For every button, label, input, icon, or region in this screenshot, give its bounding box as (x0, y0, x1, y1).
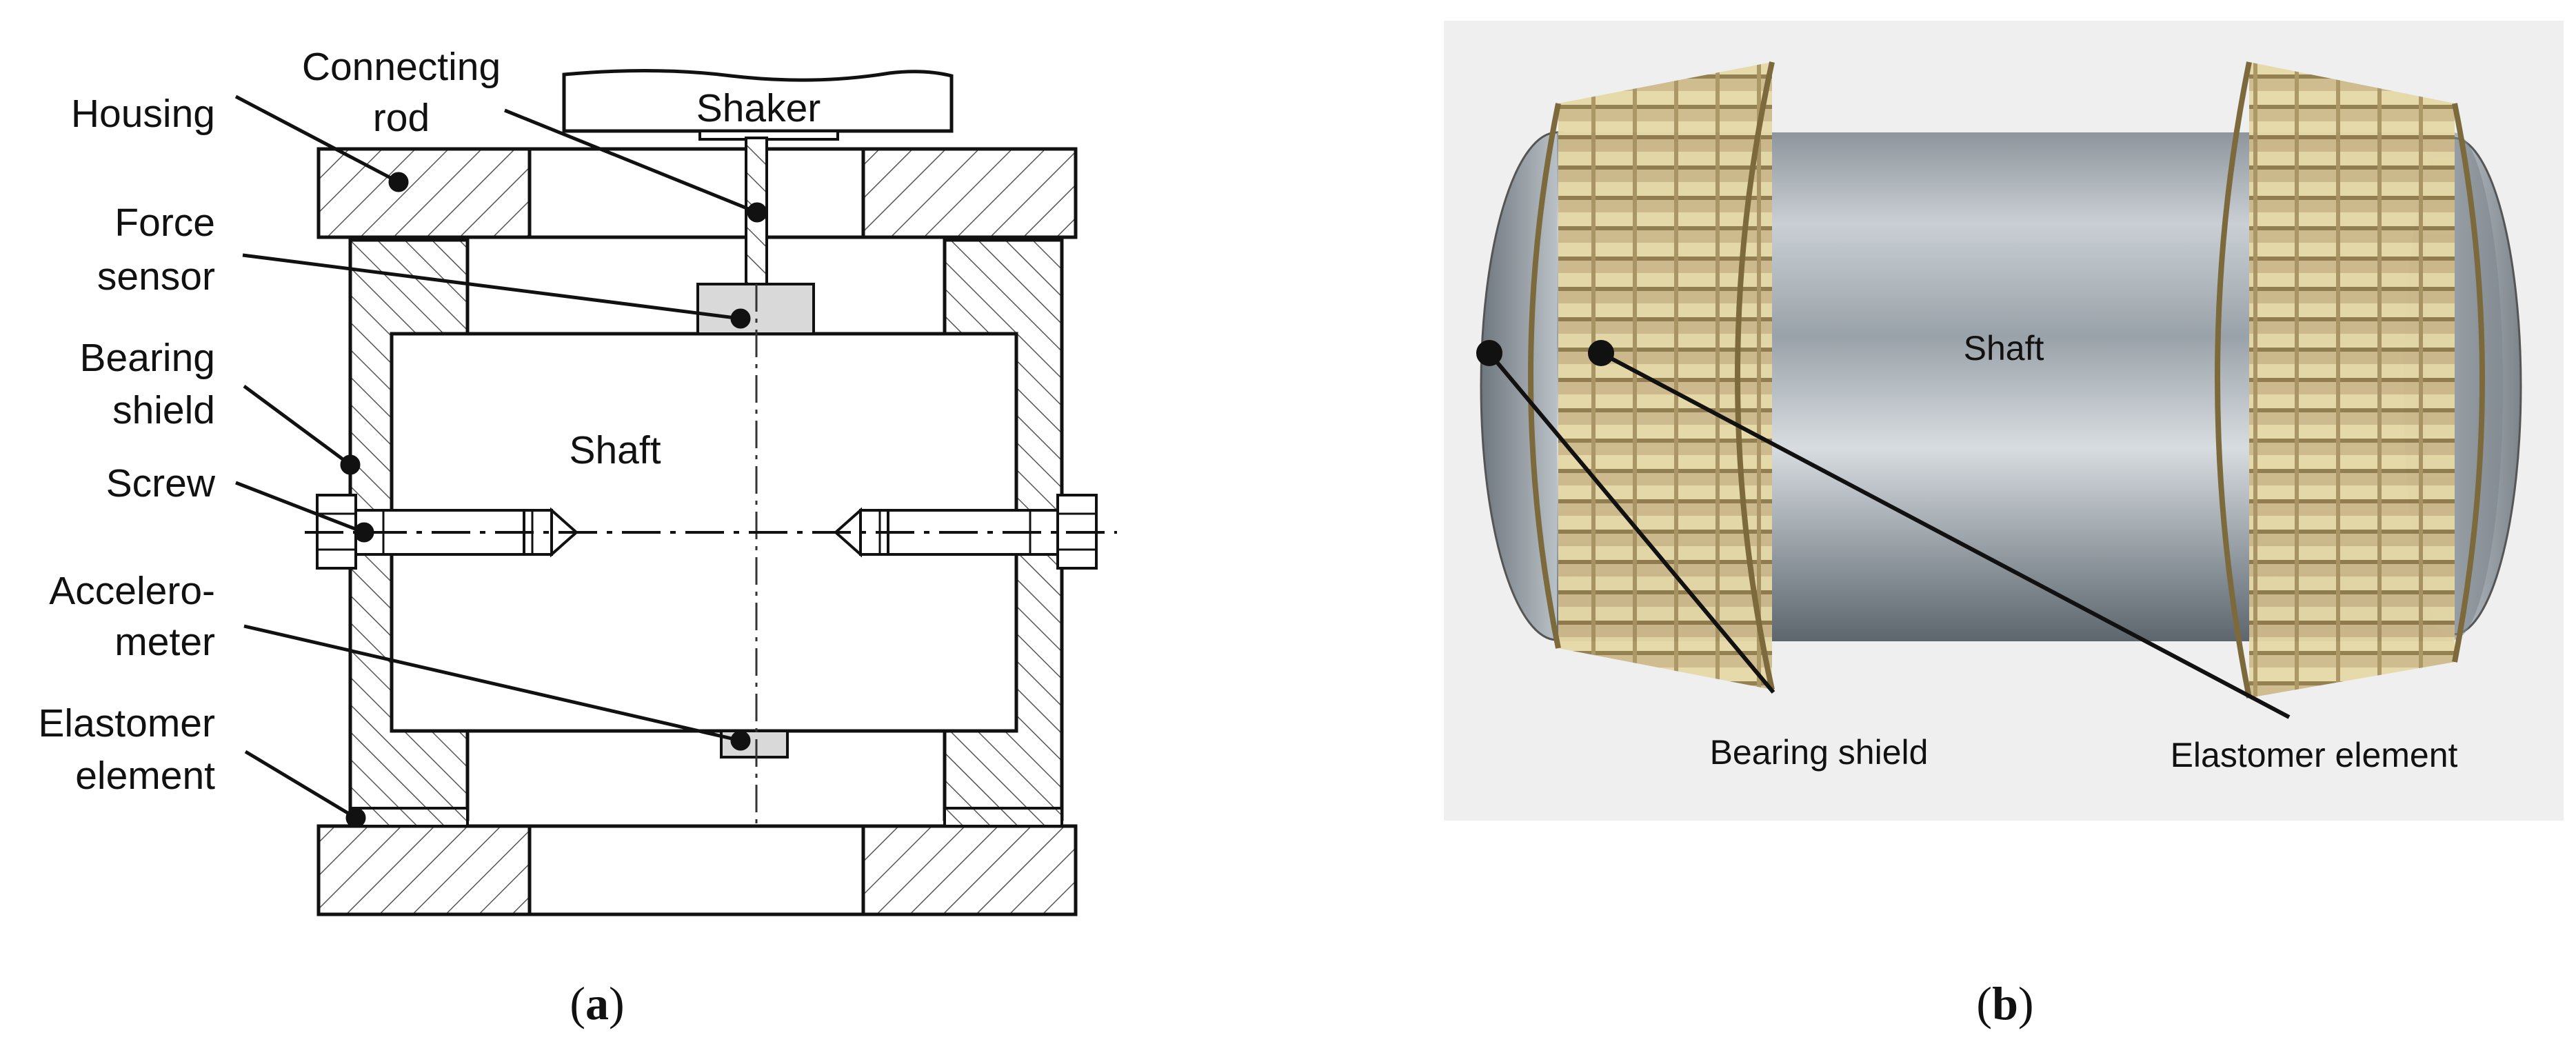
label-housing: Housing (71, 92, 215, 136)
shaker-plate (698, 130, 839, 141)
elastomer-element-left (349, 807, 469, 827)
photo-leader-lines (1476, 340, 2291, 719)
label-force-sensor-line2: sensor (97, 254, 215, 299)
elastomer-element-right (943, 807, 1063, 827)
label-accelerometer-line1: Accelero- (49, 569, 215, 613)
label-connecting-rod-line2: rod (373, 96, 430, 140)
panel-a-drawing: Connecting rod Housing Shaker Force sens… (38, 45, 1117, 1030)
elastomer-ring-left (1528, 61, 1775, 690)
label-bearing-shield-line2: shield (112, 388, 215, 432)
housing-top (316, 147, 1078, 239)
label-elastomer-element-photo: Elastomer element (2171, 736, 2458, 774)
caption-a: (a) (570, 977, 624, 1030)
panel-b-photo: Shaft Bearing shield Elastomer element (… (1444, 21, 2564, 1030)
elastomer-ring-right (2215, 61, 2485, 699)
label-elastomer-element-line1: Elastomer (38, 701, 215, 745)
leader-lines (234, 94, 767, 828)
label-bearing-shield-photo: Bearing shield (1710, 733, 1929, 772)
label-elastomer-element-line2: element (75, 754, 215, 798)
label-screw: Screw (106, 461, 216, 505)
label-shaker: Shaker (696, 86, 821, 130)
housing-bottom (316, 824, 1078, 916)
caption-b: (b) (1976, 977, 2033, 1030)
label-bearing-shield-line1: Bearing (80, 336, 215, 380)
label-accelerometer-line2: meter (114, 620, 215, 664)
label-connecting-rod-line1: Connecting (302, 45, 501, 89)
label-shaft: Shaft (569, 428, 661, 472)
label-force-sensor-line1: Force (114, 201, 215, 245)
shaker-body (562, 68, 954, 133)
label-shaft-photo: Shaft (1964, 329, 2044, 368)
